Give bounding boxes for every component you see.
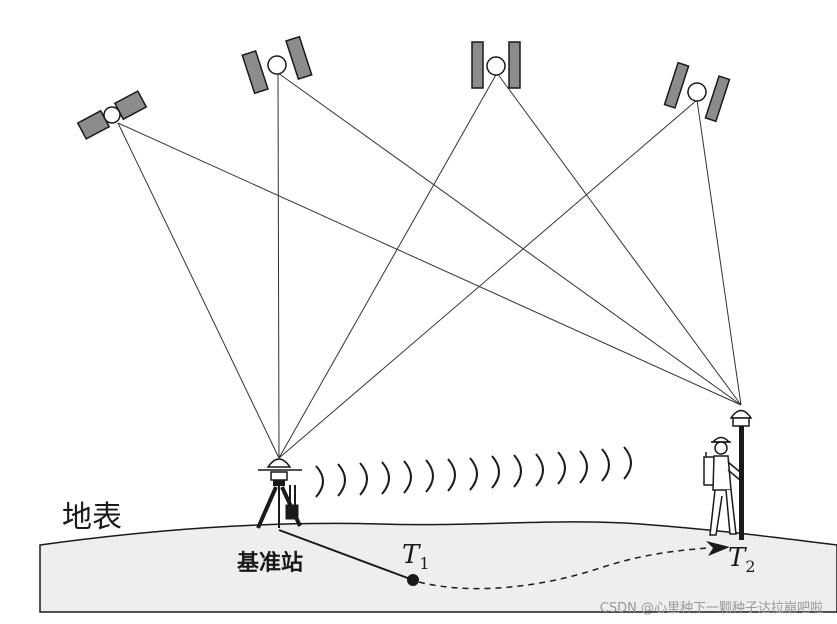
watermark: CSDN @心里种下一颗种子达拉崩吧啦 — [599, 601, 823, 616]
ray-sat1-rover — [117, 122, 742, 406]
point-t2-letter: T — [728, 543, 746, 573]
point-t1-letter: T — [402, 540, 420, 570]
rover-pole — [739, 426, 744, 540]
rover-path — [418, 547, 709, 590]
satellite-icon — [471, 41, 521, 89]
satellite-icon — [241, 35, 313, 95]
ray-sat1-base — [117, 122, 280, 459]
point-t2-subscript: 2 — [745, 557, 756, 577]
point-t1-marker — [407, 574, 419, 586]
rover-path-arrowhead — [706, 541, 730, 556]
baseline-to-t1 — [278, 529, 414, 581]
rover-station — [703, 409, 753, 540]
signal-wave-icon — [315, 446, 632, 498]
satellite-icon — [663, 61, 731, 123]
tripod-icon — [256, 485, 302, 529]
surveyor-icon — [703, 436, 741, 536]
satellite-icon — [76, 90, 148, 140]
gnss-antenna-icon — [258, 458, 302, 486]
base-station — [256, 458, 302, 529]
ray-sat4-rover — [696, 99, 742, 406]
signal-rays — [117, 72, 742, 459]
ray-sat3-base — [278, 72, 498, 459]
ray-sat3-rover — [496, 72, 742, 406]
point-t1-label: T1 — [402, 540, 430, 573]
ray-sat2-base — [277, 72, 280, 459]
ray-sat2-rover — [277, 72, 742, 406]
ray-sat4-base — [278, 99, 698, 459]
base-station-label: 基准站 — [237, 551, 304, 576]
point-t1-subscript: 1 — [419, 554, 430, 574]
ground-surface — [39, 521, 837, 613]
gnss-antenna-icon — [729, 409, 753, 427]
ground-surface-label: 地表 — [62, 500, 122, 535]
point-t2-label: T2 — [728, 543, 756, 576]
